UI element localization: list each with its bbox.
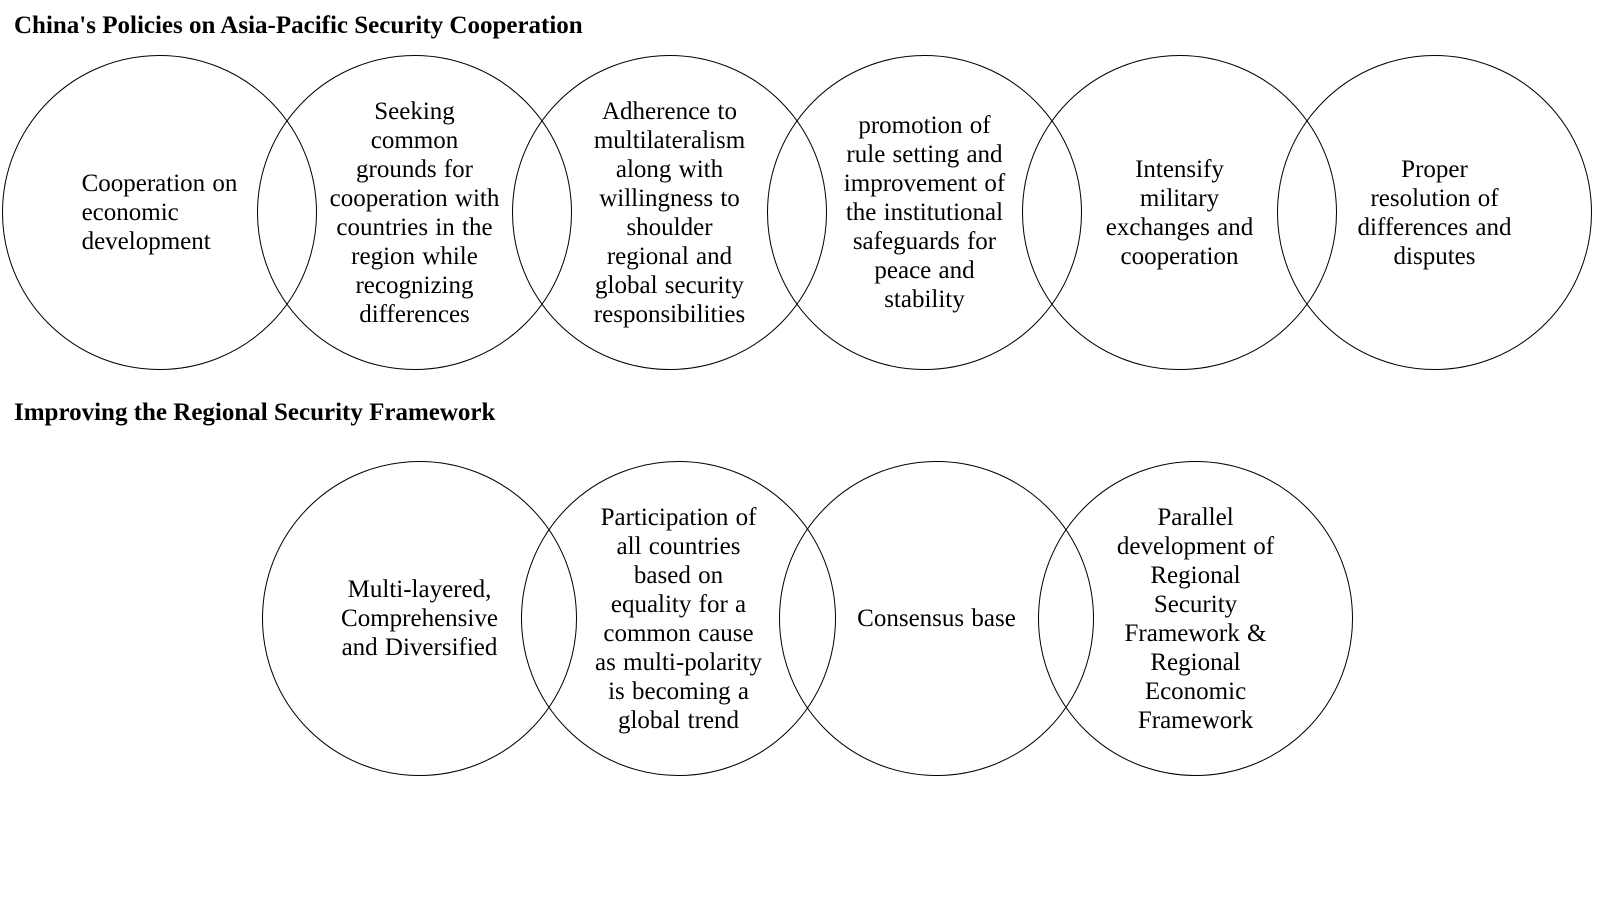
section-title-regional-security-framework: Improving the Regional Security Framewor… xyxy=(14,399,496,426)
circle-label-multi-layered: Multi-layered, Comprehensive and Diversi… xyxy=(341,576,498,661)
venn-circle-multilateralism: Adherence to multilateralism along with … xyxy=(512,55,827,370)
venn-circle-multi-layered: Multi-layered, Comprehensive and Diversi… xyxy=(262,461,577,776)
circle-label-multilateralism: Adherence to multilateralism along with … xyxy=(593,97,746,328)
circle-label-military-exchanges: Intensify military exchanges and coopera… xyxy=(1105,155,1254,270)
venn-circle-economic-cooperation: Cooperation on economic development xyxy=(2,55,317,370)
circle-label-consensus-base: Consensus base xyxy=(857,605,1016,632)
circle-label-equal-participation: Participation of all countries based on … xyxy=(595,503,762,734)
section-title-asia-pacific-security: China's Policies on Asia-Pacific Securit… xyxy=(14,12,583,39)
venn-circle-military-exchanges: Intensify military exchanges and coopera… xyxy=(1022,55,1337,370)
venn-circle-parallel-frameworks: Parallel development of Regional Securit… xyxy=(1038,461,1353,776)
circle-label-common-grounds: Seeking common grounds for cooperation w… xyxy=(329,97,500,328)
circle-label-parallel-frameworks: Parallel development of Regional Securit… xyxy=(1116,503,1275,734)
circle-label-dispute-resolution: Proper resolution of differences and dis… xyxy=(1357,155,1512,270)
venn-circle-rule-setting: promotion of rule setting and improvemen… xyxy=(767,55,1082,370)
venn-circle-dispute-resolution: Proper resolution of differences and dis… xyxy=(1277,55,1592,370)
circle-label-economic-cooperation: Cooperation on economic development xyxy=(81,170,238,255)
circle-label-rule-setting: promotion of rule setting and improvemen… xyxy=(843,112,1006,313)
venn-circle-equal-participation: Participation of all countries based on … xyxy=(521,461,836,776)
